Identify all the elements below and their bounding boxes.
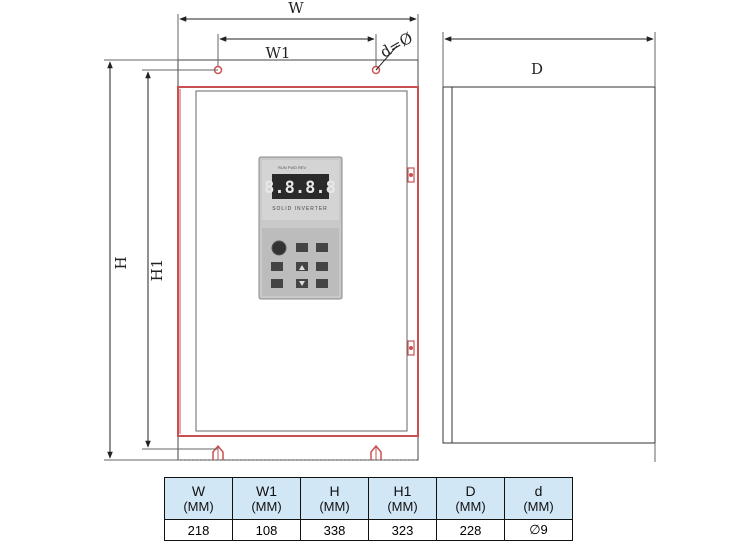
- header-hole-d: d(MM): [504, 477, 573, 520]
- keypad-button: [316, 279, 328, 288]
- value-w: 218: [164, 519, 233, 541]
- label-hole: d=Ø: [377, 29, 416, 62]
- value-hole-d: ∅9: [504, 519, 573, 541]
- label-h1: H1: [148, 259, 166, 282]
- svg-text:RUN FWD REV: RUN FWD REV: [278, 165, 307, 170]
- keypad-button: [316, 243, 328, 252]
- spec-table-wrapper: W(MM) W1(MM) H(MM) H1(MM) D(MM) d(MM) 21…: [164, 477, 573, 541]
- value-w1: 108: [232, 519, 301, 541]
- side-enclosure: [442, 86, 656, 444]
- value-d: 228: [436, 519, 505, 541]
- hole-callout: d=Ø: [375, 29, 416, 71]
- table-header-row: W(MM) W1(MM) H(MM) H1(MM) D(MM) d(MM): [164, 477, 573, 520]
- value-h1: 323: [368, 519, 437, 541]
- dimension-h: H: [104, 59, 178, 461]
- label-w1: W1: [266, 44, 291, 62]
- red-frame: [177, 86, 419, 437]
- down-arrow-icon: [299, 281, 305, 286]
- hinge-lower: [407, 340, 415, 356]
- keypad-button: [296, 243, 308, 252]
- label-w: W: [288, 0, 304, 17]
- header-d: D(MM): [436, 477, 505, 520]
- header-h1: H1(MM): [368, 477, 437, 520]
- header-w: W(MM): [164, 477, 233, 520]
- dimension-w: W: [177, 0, 419, 60]
- up-arrow-icon: [299, 265, 305, 270]
- table-row: 218 108 338 323 228 ∅9: [164, 519, 573, 541]
- keypad-button: [271, 262, 283, 271]
- dimension-w1: W1: [217, 34, 377, 66]
- mounting-hole-bottom-right: [370, 444, 382, 460]
- mounting-hole-bottom-left: [212, 444, 224, 460]
- keypad-button: [271, 279, 283, 288]
- side-view: D: [442, 32, 656, 462]
- keypad-display: [272, 174, 329, 199]
- header-w1: W1(MM): [232, 477, 301, 520]
- label-d: D: [531, 60, 543, 78]
- keypad-button: [316, 262, 328, 271]
- display-digits: 8.8.8.8: [264, 178, 336, 198]
- label-h: H: [112, 256, 130, 269]
- value-h: 338: [300, 519, 369, 541]
- inverter-keypad: RUN FWD REV 8.8.8.8 SOLID INVERTER: [258, 156, 343, 300]
- brand-label: SOLID INVERTER: [272, 206, 328, 212]
- spec-table: W(MM) W1(MM) H(MM) H1(MM) D(MM) d(MM) 21…: [164, 477, 573, 541]
- dimension-h1: H1: [142, 69, 218, 450]
- potentiometer-knob: [271, 240, 287, 256]
- header-h: H(MM): [300, 477, 369, 520]
- hinge-upper: [407, 167, 415, 183]
